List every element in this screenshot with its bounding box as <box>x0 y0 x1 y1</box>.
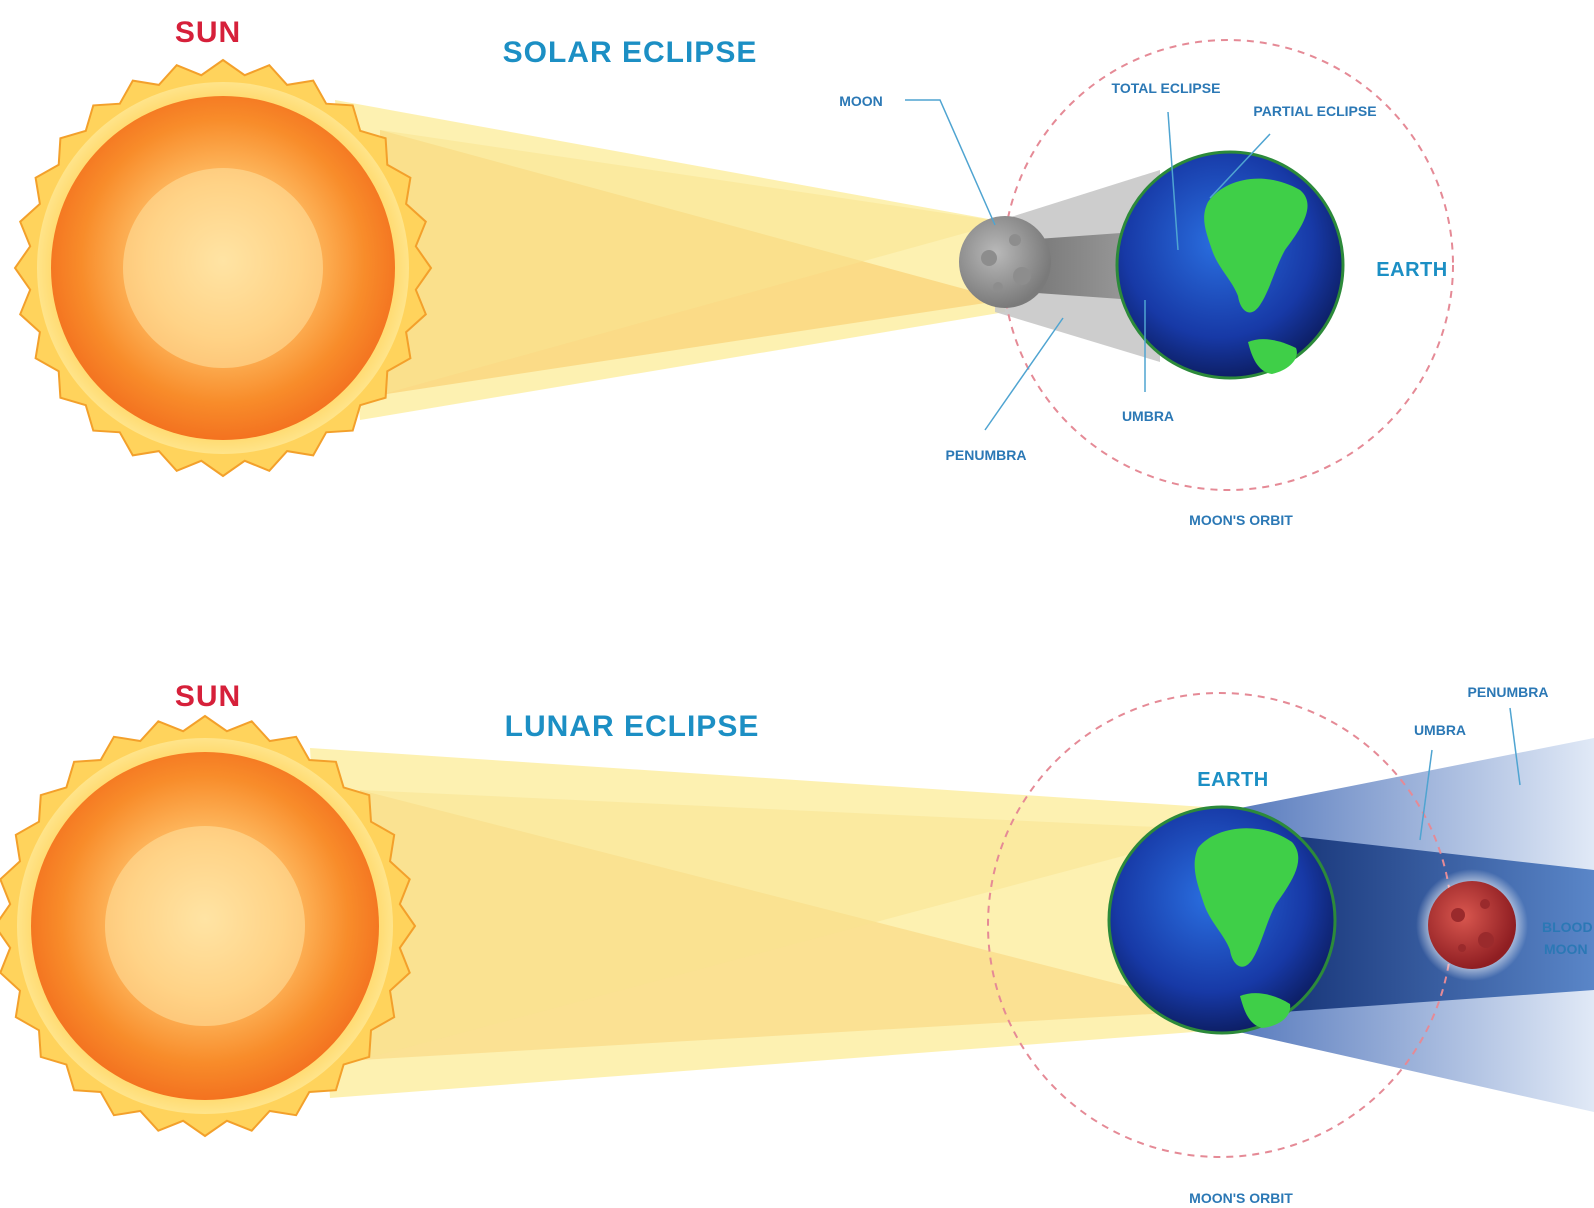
lunar-blood-moon <box>1416 869 1528 981</box>
solar-penumbra-label: PENUMBRA <box>946 447 1027 463</box>
solar-earth-label: EARTH <box>1376 259 1447 281</box>
solar-total-eclipse-label: TOTAL ECLIPSE <box>1112 80 1221 96</box>
lunar-leader-lines <box>1419 707 1521 841</box>
solar-moon <box>959 216 1051 308</box>
lunar-eclipse-title: LUNAR ECLIPSE <box>505 710 760 743</box>
solar-eclipse-title: SOLAR ECLIPSE <box>503 36 758 69</box>
lunar-blood-moon-label-line2: MOON <box>1544 941 1588 957</box>
lunar-penumbra-label: PENUMBRA <box>1468 684 1549 700</box>
lunar-eclipse-panel: SUN LUNAR ECLIPSE EARTH UMBRA PENUMBRA B… <box>0 680 1594 1206</box>
solar-moon-label: MOON <box>839 93 883 109</box>
solar-umbra-label: UMBRA <box>1122 408 1174 424</box>
lunar-earth <box>1107 805 1337 1035</box>
lunar-earth-label: EARTH <box>1197 769 1268 791</box>
solar-earth <box>1115 150 1345 380</box>
solar-eclipse-panel: SUN SOLAR ECLIPSE MOON TOTAL ECLIPSE PAR… <box>13 16 1454 528</box>
solar-partial-eclipse-label: PARTIAL ECLIPSE <box>1253 103 1376 119</box>
lunar-light-beam-cross <box>360 790 1220 1060</box>
solar-moons-orbit-label: MOON'S ORBIT <box>1189 512 1293 528</box>
lunar-blood-moon-label-line1: BLOOD <box>1542 919 1593 935</box>
solar-sun <box>13 58 433 478</box>
lunar-moons-orbit-label: MOON'S ORBIT <box>1189 1190 1293 1206</box>
solar-light-beam-lower <box>380 130 1005 395</box>
lunar-umbra-label: UMBRA <box>1414 722 1466 738</box>
solar-leader-lines <box>905 99 1271 431</box>
solar-sun-label: SUN <box>175 16 241 49</box>
lunar-sun <box>0 714 417 1138</box>
lunar-sun-label: SUN <box>175 680 241 713</box>
